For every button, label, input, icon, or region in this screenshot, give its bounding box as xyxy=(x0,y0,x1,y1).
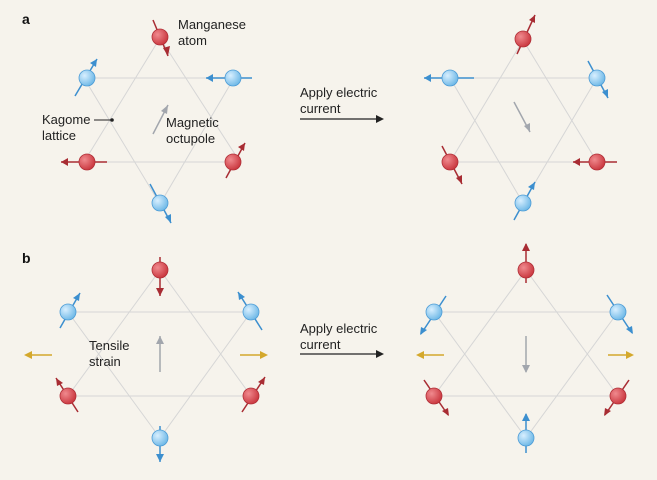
panel-a-action-arrow xyxy=(300,115,384,123)
strain-label: Tensile xyxy=(89,338,129,353)
atom xyxy=(517,413,535,453)
atom xyxy=(587,60,609,99)
octupole-label-line2: octupole xyxy=(166,131,215,146)
atom xyxy=(237,291,263,331)
atom xyxy=(423,379,449,416)
atom xyxy=(517,243,535,283)
panel-b-action-arrow xyxy=(300,350,384,358)
panel-a-action-label-line2: current xyxy=(300,101,341,116)
panel-b-right-lattice xyxy=(416,243,634,453)
atom xyxy=(604,379,630,416)
atom xyxy=(241,376,266,413)
manganese-label: Manganese xyxy=(178,17,246,32)
atom xyxy=(149,183,172,224)
strain-arrow-left xyxy=(416,351,444,359)
atom xyxy=(74,58,98,97)
panel-a-left-lattice xyxy=(61,19,252,224)
panel-a-letter: a xyxy=(22,11,30,27)
panel-b-action-label-line2: current xyxy=(300,337,341,352)
manganese-label-line2: atom xyxy=(178,33,207,48)
atom xyxy=(61,153,107,171)
atom xyxy=(424,69,474,87)
atom xyxy=(606,294,633,334)
atom xyxy=(513,181,536,221)
atom xyxy=(224,142,246,179)
octupole-label: Magnetic xyxy=(166,115,219,130)
strain-arrow-right xyxy=(240,351,268,359)
atom xyxy=(206,69,252,87)
octupole-arrow xyxy=(513,101,531,133)
atom xyxy=(151,257,169,296)
atom xyxy=(151,426,169,462)
panel-b-letter: b xyxy=(22,250,31,266)
panel-a-action-label: Apply electric xyxy=(300,85,378,100)
atom xyxy=(441,145,463,185)
octupole-arrow xyxy=(156,336,164,372)
atom xyxy=(59,292,81,329)
atom xyxy=(55,377,79,413)
strain-arrow-right xyxy=(608,351,634,359)
strain-label-line2: strain xyxy=(89,354,121,369)
manganese-atom xyxy=(151,19,170,57)
atom xyxy=(420,295,447,335)
octupole-arrow xyxy=(152,104,169,135)
kagome-label-line2: lattice xyxy=(42,128,76,143)
kagome-label: Kagome xyxy=(42,112,90,127)
panel-b-action-label: Apply electric xyxy=(300,321,378,336)
panel-a-right-lattice xyxy=(424,14,617,221)
strain-arrow-left xyxy=(24,351,52,359)
octupole-arrow xyxy=(522,336,530,373)
atom xyxy=(573,153,617,171)
panel-b-left-lattice xyxy=(24,257,268,462)
atom xyxy=(514,14,536,55)
